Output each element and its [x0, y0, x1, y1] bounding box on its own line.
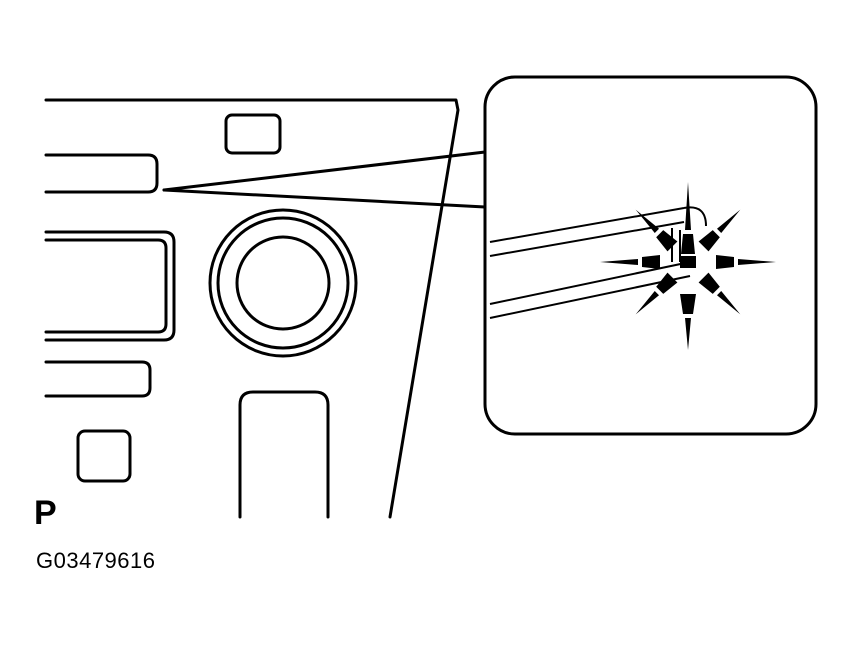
- light-ray-down: [680, 294, 696, 350]
- position-label: P: [34, 494, 57, 532]
- light-ray-up-left: [635, 209, 678, 252]
- light-ray-down-left: [635, 272, 678, 315]
- top-button: [224, 113, 282, 155]
- zoom-inset: [483, 75, 818, 436]
- indicator-lamp: [680, 256, 696, 268]
- light-ray-down-right: [698, 272, 741, 315]
- lower-slot: [44, 360, 152, 398]
- light-ray-up: [681, 182, 695, 254]
- dashboard-panel: [44, 98, 460, 519]
- center-slot: [238, 390, 330, 519]
- light-ray-left: [600, 255, 660, 269]
- blinking-light-icon: [600, 182, 776, 350]
- light-ray-right: [716, 255, 776, 269]
- light-guide-lines: [489, 206, 707, 319]
- display-panel: [44, 230, 176, 342]
- indicator-housing: [44, 153, 159, 194]
- round-knob: [208, 208, 358, 358]
- zoom-leader: [162, 150, 487, 209]
- figure-code: G03479616: [36, 548, 156, 573]
- light-ray-up-right: [698, 209, 741, 252]
- lower-left-button: [76, 429, 132, 483]
